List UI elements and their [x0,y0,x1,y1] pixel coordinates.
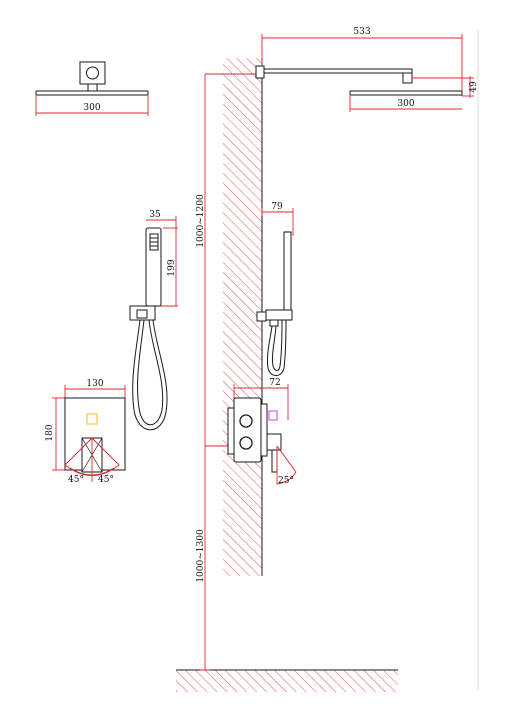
height-lower-label: 1000~1300 [196,529,206,583]
height-dimension-lines [200,73,262,671]
head-width-top-dimension [35,96,149,116]
lever-angle-right-label: 45° [98,475,114,485]
concealed-valve-body [227,397,282,473]
plate-width-label: 130 [86,379,103,389]
valve-tile-marker [268,410,278,421]
arm-length-dimension [261,34,463,96]
valve-depth-label: 72 [269,378,280,388]
diverter-tile [86,413,98,425]
floor-section [176,669,398,692]
shower-arm [255,65,413,84]
handset-width-label: 35 [149,210,161,220]
wall-section [223,58,263,576]
shower-head-side [349,90,463,96]
arm-length-label: 533 [353,27,370,37]
wall-hatching [223,58,262,576]
lever-angle-side-label: 25° [278,476,294,486]
slide-bar-dimension [261,208,294,236]
head-drop-label: 49 [469,81,479,93]
handheld-side-view [256,231,293,376]
handset-hose-detail [129,227,168,431]
handset-height-label: 199 [167,259,177,276]
wall-plate-front [64,397,126,473]
head-width-side-dimension [349,96,462,112]
lever-angle-left-label: 45° [68,475,84,485]
head-drop-dimension [412,76,474,98]
plate-width-dimension [64,385,126,398]
height-upper-label: 1000~1200 [196,194,206,248]
lever-angle-arcs [64,437,120,482]
lever-side-angle-arc [276,445,297,485]
plate-height-dimension [52,397,65,471]
floor-hatching [176,670,398,692]
handset-height-dimension [160,227,178,307]
head-width-side-label: 300 [397,99,414,109]
head-width-top-label: 300 [83,103,100,113]
slide-bar-offset-label: 79 [271,202,283,212]
handset-width-dimension [146,216,177,306]
plate-height-label: 180 [45,424,55,441]
shower-head-top-view [35,61,149,96]
